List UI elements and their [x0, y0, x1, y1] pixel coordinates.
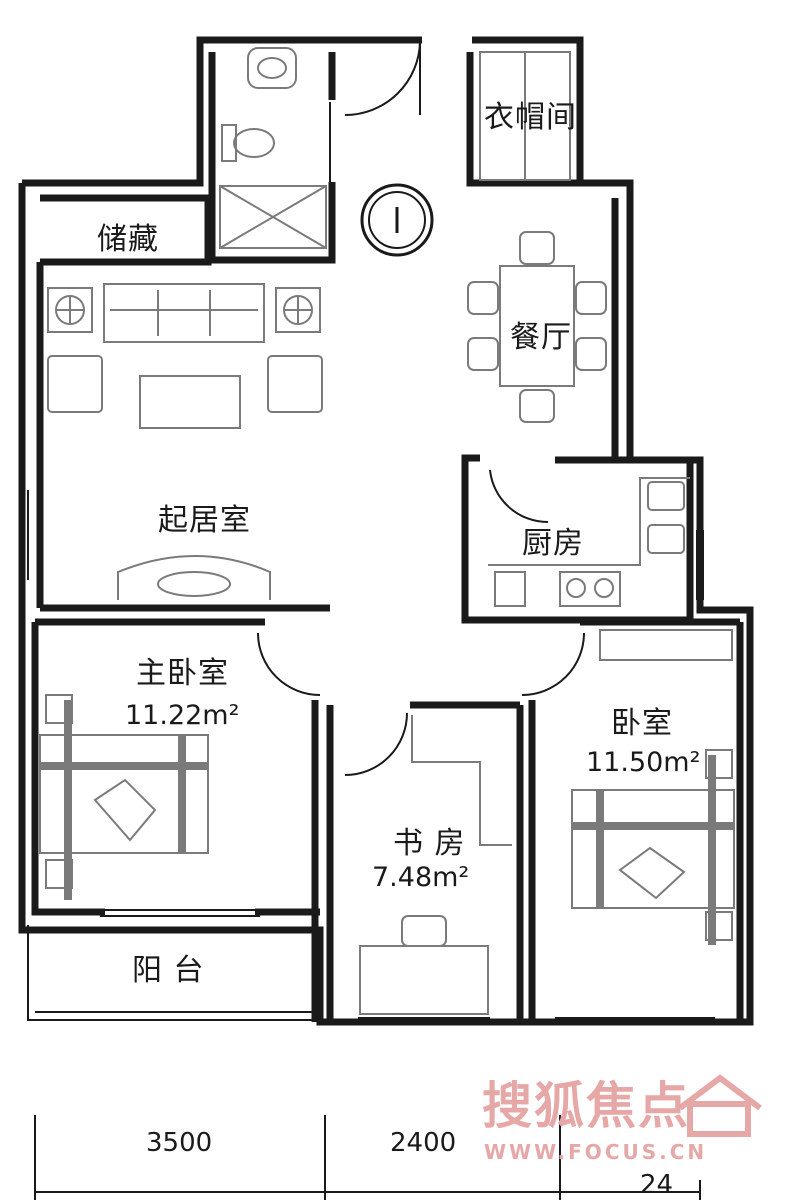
armchair-icon — [47, 355, 103, 413]
dimension-width-right-partial: 24 — [640, 1170, 674, 1200]
tv-cabinet-icon — [117, 555, 271, 600]
dimension-width-left: 3500 — [146, 1128, 213, 1158]
area-bedroom: 11.50m² — [586, 747, 701, 778]
room-label-master-bedroom: 主卧室 — [136, 656, 229, 691]
shower-tray-icon — [219, 185, 327, 249]
room-label-living: 起居室 — [158, 503, 251, 538]
nightstand-icon — [45, 859, 73, 889]
cloakroom-shelf — [479, 51, 571, 181]
stove-burner-icon — [594, 578, 614, 598]
dimension-width-middle: 2400 — [390, 1128, 457, 1158]
living-furniture — [47, 283, 323, 600]
dimension-lines — [34, 1115, 701, 1200]
watermark-house-icon — [678, 1074, 762, 1137]
side-table-icon — [275, 287, 321, 333]
dining-chair-icon — [575, 281, 607, 315]
watermark-brand: 搜狐焦点 — [482, 1077, 690, 1135]
dining-table — [499, 265, 575, 387]
double-bed-icon — [571, 789, 735, 909]
room-label-study: 书 房 — [393, 826, 466, 861]
area-study: 7.48m² — [372, 862, 470, 893]
area-master-bedroom: 11.22m² — [125, 700, 240, 731]
room-label-dining: 餐厅 — [510, 320, 572, 355]
pillow-icon — [93, 778, 157, 842]
dining-set — [467, 231, 607, 423]
study-furniture — [359, 715, 512, 1015]
tv-icon — [157, 571, 231, 597]
doors — [257, 41, 585, 776]
wardrobe-icon — [599, 629, 733, 661]
toilet-icon — [221, 124, 275, 162]
bathroom-fixtures — [219, 47, 327, 249]
windows — [21, 490, 715, 1025]
sink-icon — [647, 524, 685, 554]
balcony — [27, 925, 315, 1021]
floor-plan-walls — [18, 36, 754, 1026]
dining-chair-icon — [519, 389, 555, 423]
sink-icon — [647, 481, 685, 511]
washbasin-icon — [247, 47, 297, 89]
nightstand-icon — [705, 749, 733, 779]
nightstand-icon — [705, 911, 733, 941]
washbasin-bowl-icon — [257, 57, 287, 79]
stove-burner-icon — [566, 578, 586, 598]
desk-icon — [359, 945, 489, 1015]
room-label-kitchen: 厨房 — [522, 526, 584, 561]
double-bed-icon — [39, 734, 209, 854]
armchair-icon — [267, 355, 323, 413]
sofa-icon — [103, 283, 265, 343]
dining-chair-icon — [575, 337, 607, 371]
dining-chair-icon — [519, 231, 555, 265]
fridge-icon — [494, 571, 526, 607]
kitchen-fixtures — [488, 477, 690, 607]
side-table-icon — [47, 287, 93, 333]
bedroom-furniture — [571, 629, 735, 945]
room-label-bedroom: 卧室 — [611, 706, 673, 741]
stove-icon — [559, 571, 621, 607]
room-label-balcony: 阳 台 — [132, 953, 205, 988]
watermark-url: WWW.FOCUS.CN — [484, 1140, 708, 1164]
pillow-icon — [618, 846, 686, 900]
desk-chair-icon — [401, 915, 447, 947]
master-bedroom-furniture — [39, 694, 209, 900]
room-label-cloakroom: 衣帽间 — [484, 100, 577, 135]
nightstand-icon — [45, 694, 73, 724]
dining-chair-icon — [467, 337, 499, 371]
room-label-storage: 储藏 — [97, 222, 159, 257]
dining-chair-icon — [467, 281, 499, 315]
entry-column — [360, 183, 434, 257]
coffee-table-icon — [139, 375, 241, 429]
